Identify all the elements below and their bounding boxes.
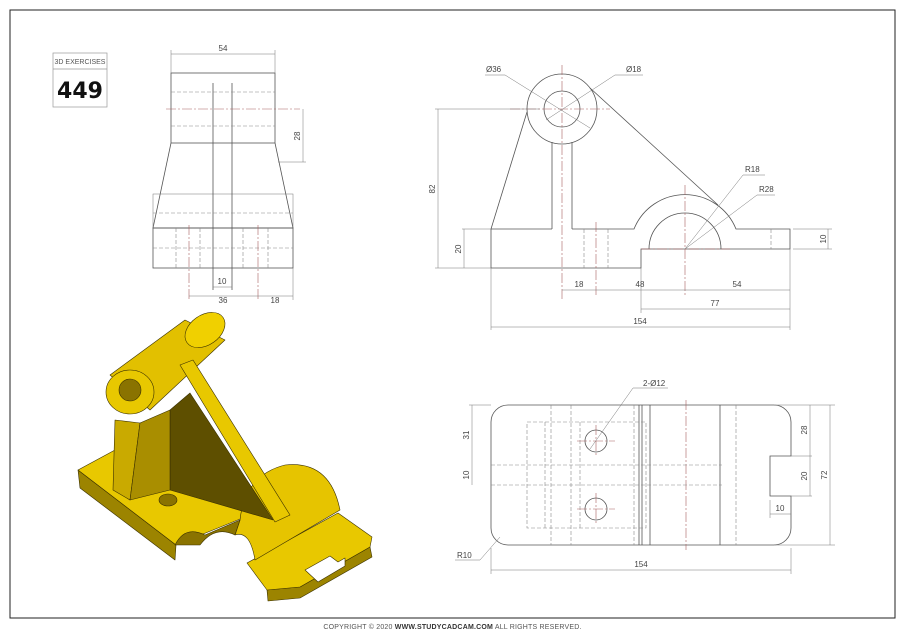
dim-36: 36 (219, 296, 228, 305)
dim-28-top: 28 (800, 425, 809, 434)
sheet-border (9, 9, 896, 619)
iso-rib (179, 359, 291, 523)
dim-54-side: 54 (733, 280, 742, 289)
footer-prefix: COPYRIGHT © 2020 (323, 624, 395, 631)
dim-notch-10: 10 (776, 504, 785, 513)
dim-18-side: 18 (575, 280, 584, 289)
dim-54: 54 (219, 44, 228, 53)
footer-site[interactable]: WWW.STUDYCADCAM.COM (394, 624, 494, 631)
dim-48: 48 (636, 280, 645, 289)
isometric-3d-view (77, 312, 373, 602)
dim-20-top: 20 (800, 471, 809, 480)
dim-72: 72 (820, 470, 829, 479)
dim-10: 10 (218, 277, 227, 286)
dim-10-top: 10 (462, 470, 471, 479)
dim-77: 77 (711, 299, 720, 308)
iso-base-right-top (246, 512, 373, 591)
dim-31: 31 (462, 430, 471, 439)
footer-suffix: ALL RIGHTS RESERVED. (493, 624, 582, 631)
dim-10-side: 10 (819, 234, 828, 243)
dim-r18: R18 (745, 165, 760, 174)
dim-82: 82 (428, 184, 437, 193)
dim-r28: R28 (759, 185, 774, 194)
dim-18: 18 (271, 296, 280, 305)
dim-154-top: 154 (634, 560, 648, 569)
side-view: Ø36 Ø18 R18 R28 82 20 10 18 48 54 77 154 (428, 65, 832, 330)
dim-dia18: Ø18 (626, 65, 642, 74)
exercise-badge: 3D EXERCISES 449 (52, 52, 108, 108)
iso-boss-hole (118, 378, 142, 402)
badge-label: 3D EXERCISES (55, 59, 106, 66)
dim-2-dia12: 2-Ø12 (643, 379, 666, 388)
dim-20: 20 (454, 244, 463, 253)
iso-notch (304, 555, 346, 583)
dim-154-side: 154 (633, 317, 647, 326)
dim-28: 28 (293, 131, 302, 140)
iso-column-face (129, 409, 171, 501)
badge-number: 449 (57, 79, 103, 104)
dim-r10: R10 (457, 551, 472, 560)
copyright-footer: COPYRIGHT © 2020 WWW.STUDYCADCAM.COM ALL… (0, 624, 905, 631)
dim-dia36: Ø36 (486, 65, 502, 74)
front-view: 54 28 10 36 18 (152, 44, 306, 305)
top-view: 2-Ø12 31 10 28 20 72 10 R10 154 (455, 379, 835, 574)
iso-base-hole (158, 493, 178, 507)
